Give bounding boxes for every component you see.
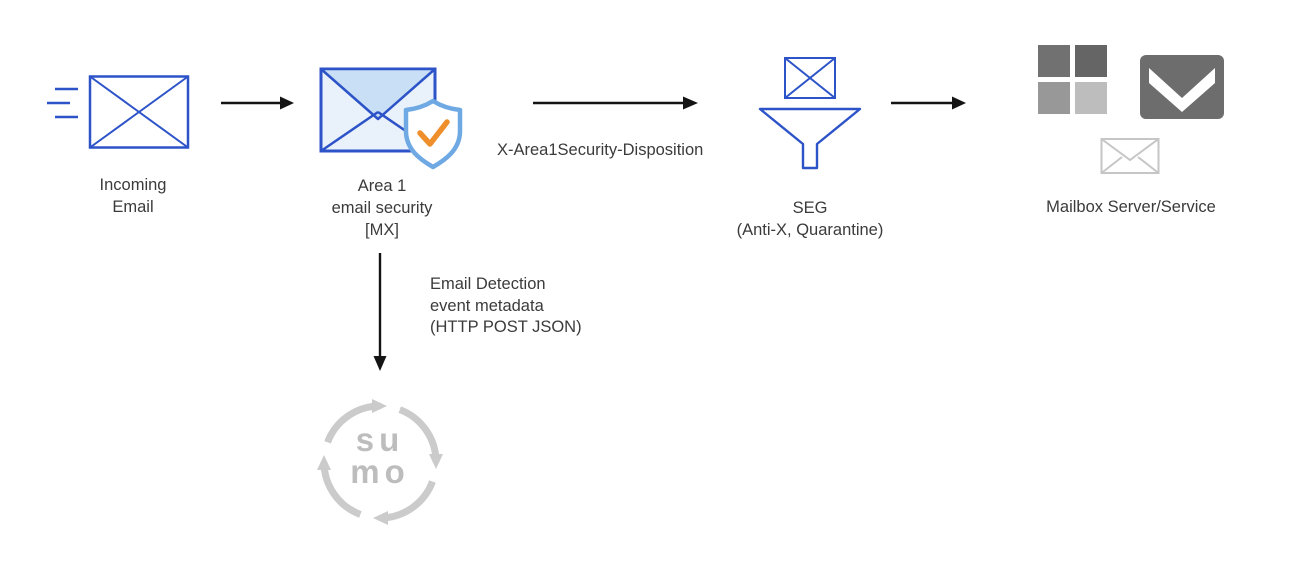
seg-label-line1: SEG	[792, 199, 828, 217]
sumo-logo-text-line2: mo	[350, 453, 410, 490]
sumo-logo-text-line1: su	[355, 421, 405, 458]
shield-check-icon	[403, 98, 463, 170]
area1-label-line2: email security	[331, 199, 433, 217]
gmail-envelope-icon	[1140, 55, 1224, 119]
seg-funnel-envelope-icon	[758, 57, 862, 170]
seg-label-line2: (Anti-X, Quarantine)	[736, 221, 884, 239]
microsoft-logo-icon	[1038, 45, 1107, 114]
mailbox-label: Mailbox Server/Service	[1046, 198, 1216, 216]
area1-label-line1: Area 1	[357, 177, 407, 195]
sumo-circular-arrows	[317, 399, 443, 525]
small-envelope-icon	[1100, 138, 1160, 174]
incoming-email-envelope-icon	[47, 75, 190, 149]
metadata-label-line3: (HTTP POST JSON)	[430, 318, 582, 336]
arrow-incoming-to-area1	[221, 96, 294, 110]
incoming-email-label-line1: Incoming	[99, 176, 167, 194]
metadata-label-line2: event metadata	[430, 296, 544, 315]
area1-envelope-shield-check-icon	[319, 67, 463, 170]
metadata-label: Email Detection event metadata (HTTP POS…	[430, 274, 582, 339]
seg-label: SEG (Anti-X, Quarantine)	[728, 197, 892, 241]
incoming-email-label-line2: Email	[112, 198, 154, 216]
sumo-logic-logo-icon: su mo	[308, 390, 452, 534]
sumo-logo-text: su mo	[308, 421, 452, 490]
incoming-email-label: Incoming Email	[58, 174, 208, 218]
area1-label: Area 1 email security [MX]	[306, 175, 458, 241]
arrow-area1-to-seg	[533, 96, 698, 110]
arrow-seg-to-mailbox	[891, 96, 966, 110]
area1-label-line3: [MX]	[365, 221, 399, 239]
disposition-label: X-Area1Security-Disposition	[497, 141, 704, 159]
arrow-area1-to-sumo	[373, 253, 387, 371]
metadata-label-line1: Email Detection	[430, 275, 546, 293]
